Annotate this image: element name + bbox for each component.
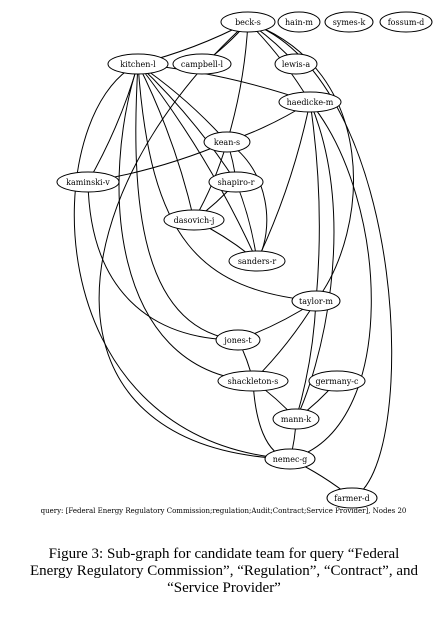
node-taylor-m: taylor-m — [291, 290, 341, 312]
node-shape-symes-k — [324, 11, 374, 33]
node-lewis-a: lewis-a — [274, 53, 318, 75]
node-label-sanders-r: sanders-r — [238, 257, 277, 266]
edge-taylor-m-mann-k — [295, 300, 317, 420]
node-dasovich-j: dasovich-j — [163, 209, 225, 231]
edge-kitchen-l-sanders-r — [137, 63, 258, 262]
node-label-lewis-a: lewis-a — [282, 60, 311, 69]
node-shape-shackleton-s — [217, 370, 289, 392]
edge-haedicke-m-sanders-r — [256, 101, 311, 262]
edge-haedicke-m-nemec-g — [289, 101, 372, 460]
node-label-farmer-d: farmer-d — [334, 494, 370, 503]
node-label-kaminski-v: kaminski-v — [66, 178, 110, 187]
node-label-campbell-l: campbell-l — [181, 60, 224, 69]
node-shape-hain-m — [277, 11, 321, 33]
node-shape-kitchen-l — [107, 53, 169, 75]
node-beck-s: beck-s — [220, 11, 276, 33]
node-jones-t: jones-t — [215, 329, 261, 351]
node-shape-campbell-l — [172, 53, 232, 75]
node-shape-haedicke-m — [278, 91, 342, 113]
caption-line-3: “Service Provider” — [167, 580, 281, 596]
edge-kitchen-l-nemec-g — [73, 63, 291, 460]
node-shape-jones-t — [215, 329, 261, 351]
node-campbell-l: campbell-l — [172, 53, 232, 75]
team-subgraph: beck-s hain-m symes-k fossum-d kitchen-l camp… — [56, 11, 433, 509]
edge-beck-s-kean-s — [226, 21, 249, 143]
node-shape-kean-s — [203, 131, 251, 153]
node-label-dasovich-j: dasovich-j — [174, 216, 215, 225]
edge-kitchen-l-taylor-m — [137, 63, 317, 302]
node-mann-k: mann-k — [272, 408, 320, 430]
node-label-kitchen-l: kitchen-l — [120, 60, 156, 69]
node-shape-mann-k — [272, 408, 320, 430]
node-nemec-g: nemec-g — [264, 448, 316, 470]
edge-kaminski-v-jones-t — [87, 181, 239, 341]
node-hain-m: hain-m — [277, 11, 321, 33]
node-shape-lewis-a — [274, 53, 318, 75]
node-shape-shapiro-r — [208, 171, 264, 193]
edge-kitchen-l-shapiro-r — [137, 63, 237, 183]
node-label-symes-k: symes-k — [333, 18, 366, 27]
node-haedicke-m: haedicke-m — [278, 91, 342, 113]
node-fossum-d: fossum-d — [379, 11, 433, 33]
node-shape-fossum-d — [379, 11, 433, 33]
node-label-germany-c: germany-c — [316, 377, 359, 386]
edge-kitchen-l-dasovich-j — [137, 63, 195, 221]
node-shape-germany-c — [308, 370, 366, 392]
node-label-nemec-g: nemec-g — [273, 455, 308, 464]
edge-beck-s-taylor-m — [247, 21, 354, 302]
node-shape-taylor-m — [291, 290, 341, 312]
edge-shapiro-r-sanders-r — [235, 181, 258, 262]
node-shape-nemec-g — [264, 448, 316, 470]
node-shapiro-r: shapiro-r — [208, 171, 264, 193]
node-shackleton-s: shackleton-s — [217, 370, 289, 392]
node-shape-farmer-d — [326, 487, 378, 509]
node-farmer-d: farmer-d — [326, 487, 378, 509]
node-label-kean-s: kean-s — [214, 138, 240, 147]
caption-line-2: Energy Regulatory Commission”, “Regulati… — [30, 563, 418, 579]
edge-kitchen-l-shackleton-s — [118, 63, 254, 382]
node-germany-c: germany-c — [308, 370, 366, 392]
edge-taylor-m-shackleton-s — [252, 300, 317, 382]
node-label-beck-s: beck-s — [235, 18, 261, 27]
node-shape-dasovich-j — [163, 209, 225, 231]
figure-caption: Figure 3: Sub-graph for candidate team f… — [22, 546, 426, 597]
edge-kean-s-sanders-r — [226, 141, 268, 262]
node-kaminski-v: kaminski-v — [56, 171, 120, 193]
edge-kitchen-l-kaminski-v — [87, 63, 139, 183]
node-label-fossum-d: fossum-d — [388, 18, 425, 27]
edge-haedicke-m-mann-k — [295, 101, 335, 420]
node-label-jones-t: jones-t — [223, 336, 252, 345]
node-label-taylor-m: taylor-m — [299, 297, 333, 306]
node-label-hain-m: hain-m — [285, 18, 313, 27]
edge-haedicke-m-taylor-m — [309, 101, 320, 302]
node-shape-kaminski-v — [56, 171, 120, 193]
edge-kitchen-l-jones-t — [135, 63, 239, 341]
node-kean-s: kean-s — [203, 131, 251, 153]
query-line: query: [Federal Energy Regulatory Commis… — [40, 507, 407, 515]
node-kitchen-l: kitchen-l — [107, 53, 169, 75]
node-symes-k: symes-k — [324, 11, 374, 33]
node-label-haedicke-m: haedicke-m — [287, 98, 334, 107]
node-label-shapiro-r: shapiro-r — [218, 178, 255, 187]
graph-nodes: beck-s hain-m symes-k fossum-d kitchen-l camp… — [56, 11, 433, 509]
node-shape-sanders-r — [228, 250, 286, 272]
node-label-shackleton-s: shackleton-s — [228, 377, 279, 386]
node-sanders-r: sanders-r — [228, 250, 286, 272]
node-label-mann-k: mann-k — [281, 415, 311, 424]
edge-beck-s-nemec-g — [98, 21, 291, 460]
node-shape-beck-s — [220, 11, 276, 33]
caption-line-1: Figure 3: Sub-graph for candidate team f… — [48, 546, 400, 562]
